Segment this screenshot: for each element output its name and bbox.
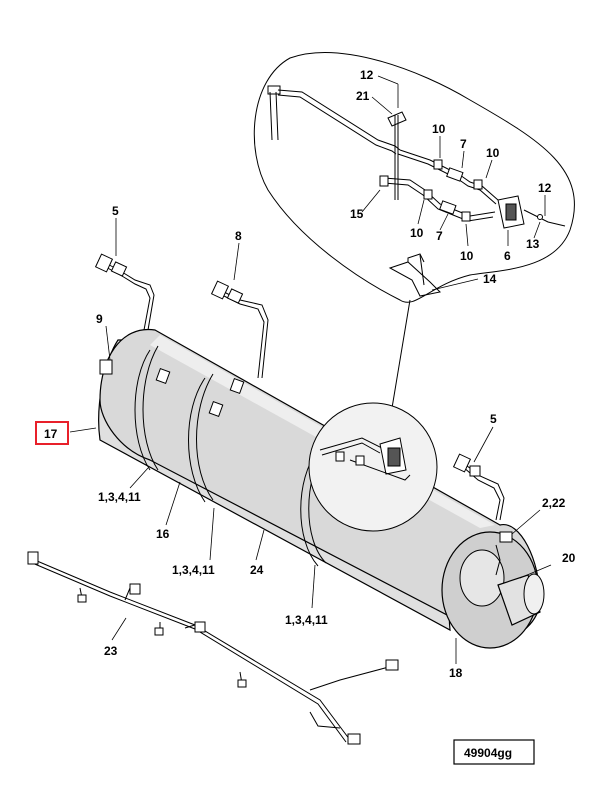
callout-8: 8	[235, 229, 242, 243]
callout-17-highlight-box	[35, 421, 69, 445]
figure-id-label: 49904gg	[464, 746, 512, 760]
callout-21: 21	[356, 89, 370, 103]
callout-5-left: 5	[112, 204, 119, 218]
callout-1-3-4-11-middle: 1,3,4,11	[172, 563, 215, 577]
callout-20: 20	[562, 551, 576, 565]
callout-1-3-4-11-left: 1,3,4,11	[98, 490, 141, 504]
callout-10-lower-right: 10	[460, 249, 474, 263]
callout-12-top: 12	[360, 68, 374, 82]
callout-1-3-4-11-right: 1,3,4,11	[285, 613, 328, 627]
callout-23: 23	[104, 644, 118, 658]
callout-13: 13	[526, 237, 540, 251]
callout-18: 18	[449, 666, 463, 680]
leader-lines	[69, 75, 552, 664]
callout-14: 14	[483, 272, 497, 286]
bubble-tubing	[267, 85, 566, 297]
callout-9: 9	[96, 312, 103, 326]
callout-24: 24	[250, 563, 264, 577]
callout-15: 15	[350, 207, 364, 221]
callout-17: 17	[44, 427, 58, 441]
callout-labels: 12 21 10 7 10 12 15 10 7 10 6 13 14 5 8 …	[35, 68, 576, 680]
wiring-harness	[27, 551, 399, 745]
callout-7-upper: 7	[460, 137, 467, 151]
detail-bubble	[253, 52, 575, 409]
callout-10-upper-left: 10	[432, 122, 446, 136]
muffler-assembly	[98, 329, 545, 649]
callout-16: 16	[156, 527, 170, 541]
sensors	[94, 253, 513, 576]
callout-12-right: 12	[538, 181, 552, 195]
callout-6: 6	[504, 249, 511, 263]
callout-5-right: 5	[490, 412, 497, 426]
figure-id-box: 49904gg	[453, 739, 535, 765]
callout-7-lower: 7	[436, 229, 443, 243]
callout-2-22: 2,22	[542, 496, 566, 510]
callout-10-upper-right: 10	[486, 146, 500, 160]
callout-10-lower-left: 10	[410, 226, 424, 240]
